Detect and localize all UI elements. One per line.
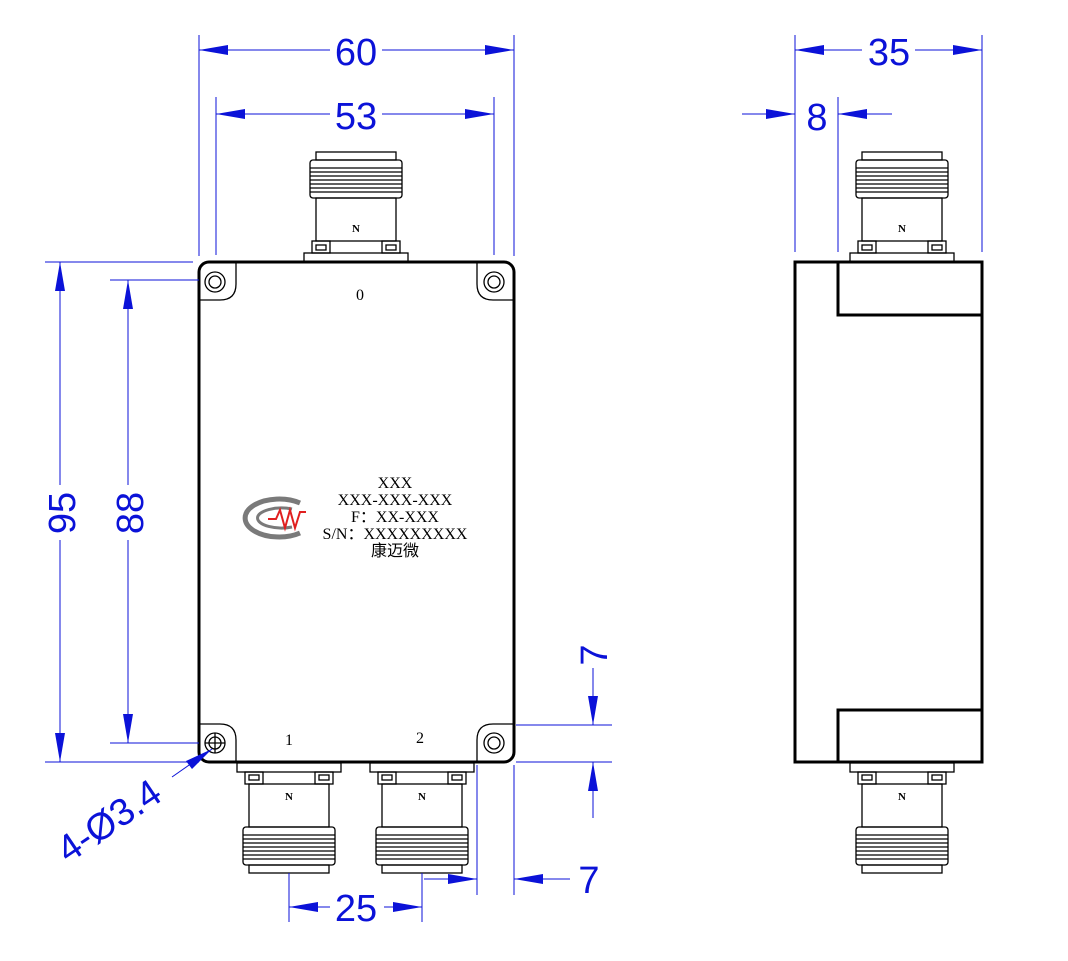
front-view: N N N 0 1 2 XXX XXX-XXX-XXX F：XX-XXX S/N… bbox=[197, 151, 516, 874]
label-line-3: F：XX-XXX bbox=[351, 509, 439, 526]
connector-marking: N bbox=[418, 791, 426, 803]
label-line-1: XXX bbox=[378, 475, 413, 492]
mounting-hole-bottom-left bbox=[199, 723, 237, 762]
connector-marking: N bbox=[898, 791, 906, 803]
connector-marking: N bbox=[285, 791, 293, 803]
dim-depth-35: 35 bbox=[868, 32, 910, 74]
label-line-4: S/N：XXXXXXXXX bbox=[323, 526, 468, 543]
side-lid-top bbox=[836, 260, 984, 317]
connector-port-2: N bbox=[369, 762, 475, 874]
company-logo bbox=[242, 496, 306, 540]
dim-hole-spacing-88: 88 bbox=[110, 492, 152, 534]
dim-width-60: 60 bbox=[335, 32, 377, 74]
mounting-hole-top-right bbox=[476, 262, 514, 301]
dim-hole-spacing-53: 53 bbox=[335, 96, 377, 138]
mounting-hole-top-left bbox=[199, 262, 237, 301]
port-label-1: 1 bbox=[285, 732, 293, 749]
side-lid-bottom bbox=[836, 708, 984, 764]
dimension-lines: 60 53 95 88 7 bbox=[42, 32, 983, 930]
dim-mounting-holes: 4-Ø3.4 bbox=[50, 772, 170, 872]
connector-port-1: N bbox=[236, 762, 342, 874]
side-connector-bottom: N bbox=[849, 762, 955, 874]
side-connector-top: N bbox=[849, 151, 955, 263]
dim-hole-offset-h-7: 7 bbox=[578, 860, 599, 902]
dim-lid-offset-8: 8 bbox=[806, 97, 827, 139]
mounting-hole-bottom-right bbox=[476, 723, 514, 762]
label-line-5: 康迈微 bbox=[371, 541, 419, 560]
dim-port-spacing-25: 25 bbox=[335, 888, 377, 930]
side-view: N N bbox=[793, 151, 984, 874]
port-label-2: 2 bbox=[416, 730, 424, 747]
product-label: XXX XXX-XXX-XXX F：XX-XXX S/N：XXXXXXXXX 康… bbox=[323, 475, 468, 560]
dim-height-95: 95 bbox=[42, 492, 84, 534]
connector-port-0: N bbox=[303, 151, 409, 263]
port-label-0: 0 bbox=[356, 287, 364, 304]
enclosure-side bbox=[793, 260, 984, 764]
connector-marking: N bbox=[898, 223, 906, 235]
label-line-2: XXX-XXX-XXX bbox=[338, 492, 453, 509]
dim-hole-offset-v-7: 7 bbox=[574, 644, 616, 665]
connector-marking: N bbox=[352, 223, 360, 235]
